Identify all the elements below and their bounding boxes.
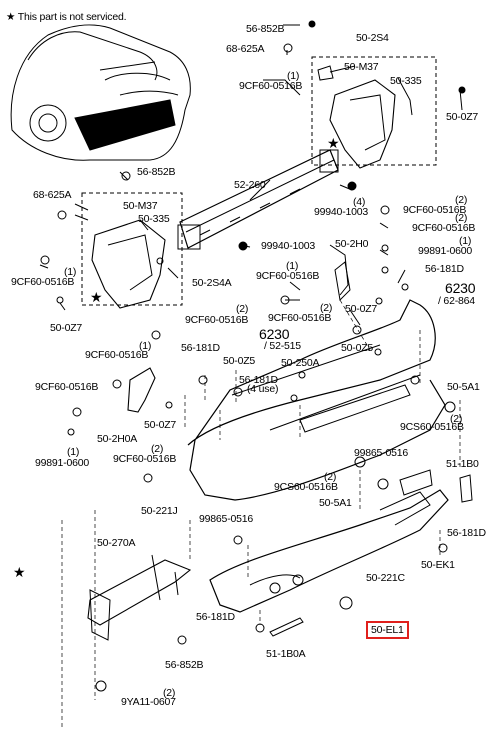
qty-label: (2) xyxy=(455,194,468,206)
bumper-cover-lower xyxy=(209,489,449,613)
part-50-2H0A[interactable]: 50-2H0A xyxy=(97,433,138,445)
qty-label: (1) xyxy=(64,266,77,278)
part-50-250A[interactable]: 50-250A xyxy=(281,357,320,369)
part-51-1B0[interactable]: 51-1B0 xyxy=(446,458,479,470)
part-9YA11-0607[interactable]: 9YA11-0607 xyxy=(121,696,176,708)
side-bracket-right xyxy=(334,261,351,302)
svg-text:★: ★ xyxy=(13,565,26,581)
part-50-221C[interactable]: 50-221C xyxy=(366,572,405,584)
part-6230-b[interactable]: 6230 xyxy=(259,326,290,342)
part-56-181D[interactable]: 56-181D xyxy=(239,374,278,386)
part-9CF60-0516B[interactable]: 9CF60-0516B xyxy=(35,381,99,393)
qty-label: (1) xyxy=(67,446,80,458)
bracket-group-box-right xyxy=(311,56,437,166)
part-9CF60-0516B[interactable]: 9CF60-0516B xyxy=(11,276,75,288)
qty-label: (2) xyxy=(324,471,337,483)
part-50-M37-top[interactable]: 50-M37 xyxy=(344,61,379,73)
qty-label: (4) xyxy=(353,196,366,208)
part-99940-1003-a[interactable]: 99940-1003 xyxy=(314,206,369,218)
lower-support-bracket xyxy=(87,554,192,641)
reflector-shape xyxy=(269,617,304,637)
bumper-reinforcement-bar xyxy=(177,149,339,250)
part-50-0Z5-b[interactable]: 50-0Z5 xyxy=(341,342,374,354)
car-rear-illustration xyxy=(10,24,191,161)
qty-label: (2) xyxy=(450,413,463,425)
part-50-5A1-a[interactable]: 50-5A1 xyxy=(447,381,480,393)
part-52-260[interactable]: 52-260 xyxy=(234,179,266,191)
qty-label: (1) xyxy=(459,235,472,247)
part-9CF60-0516B[interactable]: 9CF60-0516B xyxy=(113,453,177,465)
part-56-181D[interactable]: 56-181D xyxy=(181,342,220,354)
qty-label: (2) xyxy=(455,212,468,224)
part-9CF60-0516B[interactable]: 9CF60-0516B xyxy=(185,314,249,326)
part-99865-0516-a[interactable]: 99865-0516 xyxy=(354,447,409,459)
bracket-left-shape xyxy=(91,219,166,309)
part-50-M37-left[interactable]: 50-M37 xyxy=(123,200,158,212)
qty-label: (1) xyxy=(286,260,299,272)
part-99865-0516-b[interactable]: 99865-0516 xyxy=(199,513,254,525)
bumper-cover-upper xyxy=(187,299,446,501)
part-68-625A-left[interactable]: 68-625A xyxy=(33,189,72,201)
part-9CF60-0516B[interactable]: 9CF60-0516B xyxy=(268,312,332,324)
part-50-0Z7[interactable]: 50-0Z7 xyxy=(144,419,177,431)
part-51-1B0A[interactable]: 51-1B0A xyxy=(266,648,306,660)
part-50-335-left[interactable]: 50-335 xyxy=(138,213,170,225)
trim-shapes xyxy=(399,469,473,503)
part-56-852B-top[interactable]: 56-852B xyxy=(246,23,285,35)
svg-text:★: ★ xyxy=(327,136,340,152)
part-9CF60-0516B[interactable]: 9CF60-0516B xyxy=(85,349,149,361)
part-62-864[interactable]: / 62-864 xyxy=(438,295,475,307)
part-99891-0600-a[interactable]: 99891-0600 xyxy=(418,245,473,257)
part-9CF60-0516B[interactable]: 9CF60-0516B xyxy=(412,222,476,234)
qty-label: (2) xyxy=(236,303,249,315)
svg-text:★: ★ xyxy=(90,290,103,306)
part-99940-1003-b[interactable]: 99940-1003 xyxy=(261,240,316,252)
part-50-5A1-b[interactable]: 50-5A1 xyxy=(319,497,352,509)
part-50-221J[interactable]: 50-221J xyxy=(141,505,178,517)
part-56-181D[interactable]: 56-181D xyxy=(425,263,464,275)
part-50-270A[interactable]: 50-270A xyxy=(97,537,136,549)
qty-label: (2) xyxy=(151,443,164,455)
part-56-852B-bot[interactable]: 56-852B xyxy=(165,659,204,671)
use-count-note: (4 use) xyxy=(247,383,279,395)
part-50-2H0[interactable]: 50-2H0 xyxy=(335,238,369,250)
part-56-181D[interactable]: 56-181D xyxy=(447,527,486,539)
part-68-625A-top[interactable]: 68-625A xyxy=(226,43,265,55)
part-50-335-top[interactable]: 50-335 xyxy=(390,75,422,87)
bracket-right-shape xyxy=(329,79,396,169)
part-50-0Z7[interactable]: 50-0Z7 xyxy=(446,111,479,123)
part-50-2S4[interactable]: 50-2S4 xyxy=(356,32,389,44)
part-50-2S4A[interactable]: 50-2S4A xyxy=(192,277,232,289)
part-50-0Z7[interactable]: 50-0Z7 xyxy=(50,322,83,334)
part-56-852B-mid[interactable]: 56-852B xyxy=(137,166,176,178)
part-50-EL1-highlighted[interactable]: 50-EL1 xyxy=(366,621,409,639)
part-9CF60-0516B[interactable]: 9CF60-0516B xyxy=(256,270,320,282)
not-serviced-notice: ★ This part is not serviced. xyxy=(6,11,127,23)
part-50-0Z7[interactable]: 50-0Z7 xyxy=(345,303,378,315)
qty-label: (1) xyxy=(139,340,152,352)
part-52-515[interactable]: / 52-515 xyxy=(264,340,301,352)
part-50-EK1[interactable]: 50-EK1 xyxy=(421,559,455,571)
side-bracket-left xyxy=(127,367,156,413)
qty-label: (2) xyxy=(163,687,176,699)
part-9CS60-0516B[interactable]: 9CS60-0516B xyxy=(400,421,464,433)
part-9CS60-0516B[interactable]: 9CS60-0516B xyxy=(274,481,338,493)
qty-label: (2) xyxy=(320,302,333,314)
part-50-0Z5-a[interactable]: 50-0Z5 xyxy=(223,355,256,367)
part-56-181D[interactable]: 56-181D xyxy=(196,611,235,623)
part-99891-0600-b[interactable]: 99891-0600 xyxy=(35,457,90,469)
part-9CF60-0516B[interactable]: 9CF60-0516B xyxy=(239,80,303,92)
part-6230-a[interactable]: 6230 xyxy=(445,280,476,296)
qty-label: (1) xyxy=(287,70,300,82)
part-9CF60-0516B[interactable]: 9CF60-0516B xyxy=(403,204,467,216)
